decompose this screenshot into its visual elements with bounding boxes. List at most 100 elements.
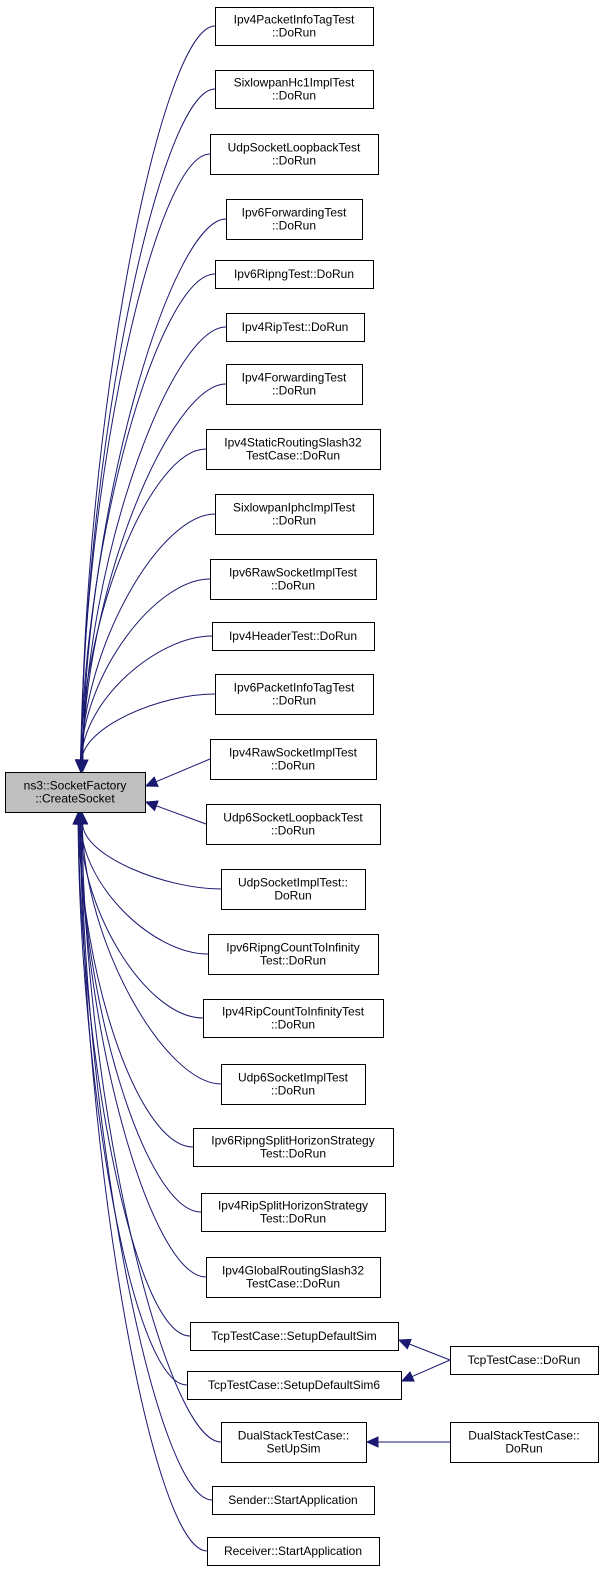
call-edge <box>76 693 216 773</box>
caller-node[interactable]: SixlowpanIphcImplTest::DoRun <box>215 494 374 535</box>
caller-node[interactable]: Ipv4ForwardingTest::DoRun <box>226 364 363 405</box>
caller-node[interactable]: Udp6SocketImplTest::DoRun <box>221 1064 366 1105</box>
node-box <box>206 1257 381 1298</box>
edge-line <box>81 823 222 1085</box>
caller-node[interactable]: TcpTestCase::DoRun <box>450 1346 599 1375</box>
node-label: ::DoRun <box>272 694 316 708</box>
edge-line <box>409 1343 451 1361</box>
node-label: SixlowpanIphcImplTest <box>233 501 356 515</box>
edge-line <box>80 25 216 761</box>
arrowhead <box>144 800 159 812</box>
node-label: Ipv4RipSplitHorizonStrategy <box>218 1199 368 1213</box>
caller-node[interactable]: Ipv6PacketInfoTagTest::DoRun <box>215 674 374 715</box>
edge-line <box>80 635 213 761</box>
node-label: Ipv4ForwardingTest <box>242 371 347 385</box>
caller-node[interactable]: Ipv4RipTest::DoRun <box>226 313 365 342</box>
node-label: Ipv4RipCountToInfinityTest <box>222 1005 365 1019</box>
edge-line <box>80 88 216 761</box>
node-box <box>450 1346 599 1375</box>
edge-line <box>80 823 213 1501</box>
node-label: ::DoRun <box>272 514 316 528</box>
edge-line <box>80 578 211 761</box>
node-box <box>215 260 374 289</box>
node-box <box>226 199 363 240</box>
caller-node[interactable]: Ipv6ForwardingTest::DoRun <box>226 199 363 240</box>
edge-line <box>82 218 227 761</box>
node-box <box>206 804 381 845</box>
node-label: TestCase::DoRun <box>246 449 340 463</box>
caller-node[interactable]: UdpSocketLoopbackTest::DoRun <box>210 134 379 175</box>
node-label: Ipv6PacketInfoTagTest <box>234 681 355 695</box>
node-label: Test::DoRun <box>260 1212 326 1226</box>
edge-line <box>82 383 227 761</box>
edge-line <box>156 805 207 825</box>
node-label: Sender::StartApplication <box>228 1493 357 1507</box>
node-label: SetUpSim <box>266 1442 320 1456</box>
caller-node[interactable]: TcpTestCase::SetupDefaultSim <box>190 1322 399 1351</box>
edge-line <box>79 823 204 1019</box>
node-box <box>221 869 366 910</box>
node-label: Test::DoRun <box>260 1147 326 1161</box>
node-label: Test::DoRun <box>260 954 326 968</box>
caller-node[interactable]: SixlowpanHc1ImplTest::DoRun <box>215 70 374 109</box>
caller-node[interactable]: DualStackTestCase::DoRun <box>450 1422 599 1463</box>
caller-node[interactable]: Ipv6RipngTest::DoRun <box>215 260 374 289</box>
node-label: TcpTestCase::DoRun <box>468 1353 581 1367</box>
node-label: ::DoRun <box>271 1018 315 1032</box>
node-label: SixlowpanHc1ImplTest <box>234 76 355 90</box>
root-function-node[interactable]: ns3::SocketFactory::CreateSocket <box>5 772 146 813</box>
call-nodes: ns3::SocketFactory::CreateSocket Ipv4Pack… <box>5 7 599 1566</box>
node-box <box>187 1371 402 1400</box>
node-box <box>221 1422 367 1463</box>
arrowhead <box>144 776 159 787</box>
node-label: ns3::SocketFactory <box>24 779 127 793</box>
node-box <box>215 70 374 109</box>
call-edge <box>76 811 222 1085</box>
node-label: Ipv6RawSocketImplTest <box>229 566 358 580</box>
caller-node[interactable]: UdpSocketImplTest::DoRun <box>221 869 366 910</box>
caller-node[interactable]: Ipv4PacketInfoTagTest::DoRun <box>215 7 374 46</box>
caller-node[interactable]: Ipv4RipCountToInfinityTest::DoRun <box>203 999 384 1038</box>
edge-line <box>155 758 211 783</box>
call-edge <box>397 1338 451 1361</box>
edge-line <box>80 823 209 955</box>
node-box <box>206 429 381 470</box>
arrowhead <box>74 811 87 825</box>
node-label: Udp6SocketImplTest <box>238 1071 349 1085</box>
edge-line <box>79 823 202 1213</box>
edge-line <box>80 153 211 761</box>
call-edge <box>72 811 188 1386</box>
caller-node[interactable]: Ipv4RawSocketImplTest::DoRun <box>210 739 377 780</box>
node-box <box>212 1486 375 1515</box>
caller-node[interactable]: Receiver::StartApplication <box>207 1537 380 1566</box>
arrowhead <box>76 759 88 773</box>
node-box <box>190 1322 399 1351</box>
caller-node[interactable]: Sender::StartApplication <box>212 1486 375 1515</box>
node-label: ::DoRun <box>272 89 316 103</box>
node-box <box>5 772 146 813</box>
edge-line <box>82 823 222 890</box>
node-box <box>207 1537 380 1566</box>
node-label: Receiver::StartApplication <box>224 1544 362 1558</box>
call-edge <box>365 1436 450 1448</box>
node-label: Ipv4RawSocketImplTest <box>229 746 358 760</box>
caller-node[interactable]: DualStackTestCase::SetUpSim <box>221 1422 367 1463</box>
call-edge <box>144 758 211 787</box>
caller-node[interactable]: TcpTestCase::SetupDefaultSim6 <box>187 1371 402 1400</box>
node-box <box>212 622 375 651</box>
node-label: Ipv4StaticRoutingSlash32 <box>224 436 362 450</box>
edge-line <box>79 823 208 1552</box>
node-label: Ipv4HeaderTest::DoRun <box>229 629 357 643</box>
node-label: Ipv4PacketInfoTagTest <box>234 13 355 27</box>
call-edge <box>74 448 207 773</box>
caller-node[interactable]: Udp6SocketLoopbackTest::DoRun <box>206 804 381 845</box>
caller-node[interactable]: Ipv4HeaderTest::DoRun <box>212 622 375 651</box>
caller-node[interactable]: Ipv6RawSocketImplTest::DoRun <box>210 559 377 600</box>
node-box <box>215 494 374 535</box>
